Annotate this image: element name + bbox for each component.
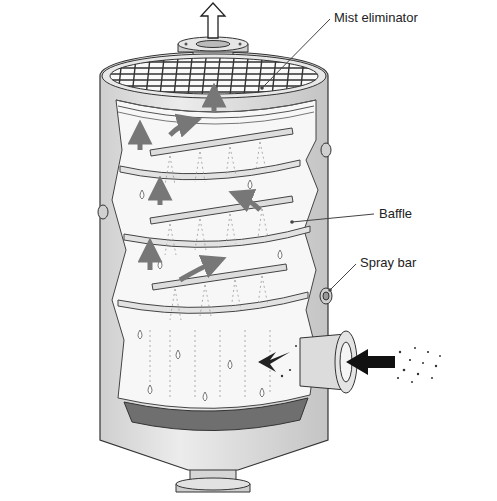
part-label: Mist eliminator	[333, 10, 419, 26]
part-label: Spray bar	[359, 255, 417, 271]
part-label: Baffle	[378, 206, 413, 222]
